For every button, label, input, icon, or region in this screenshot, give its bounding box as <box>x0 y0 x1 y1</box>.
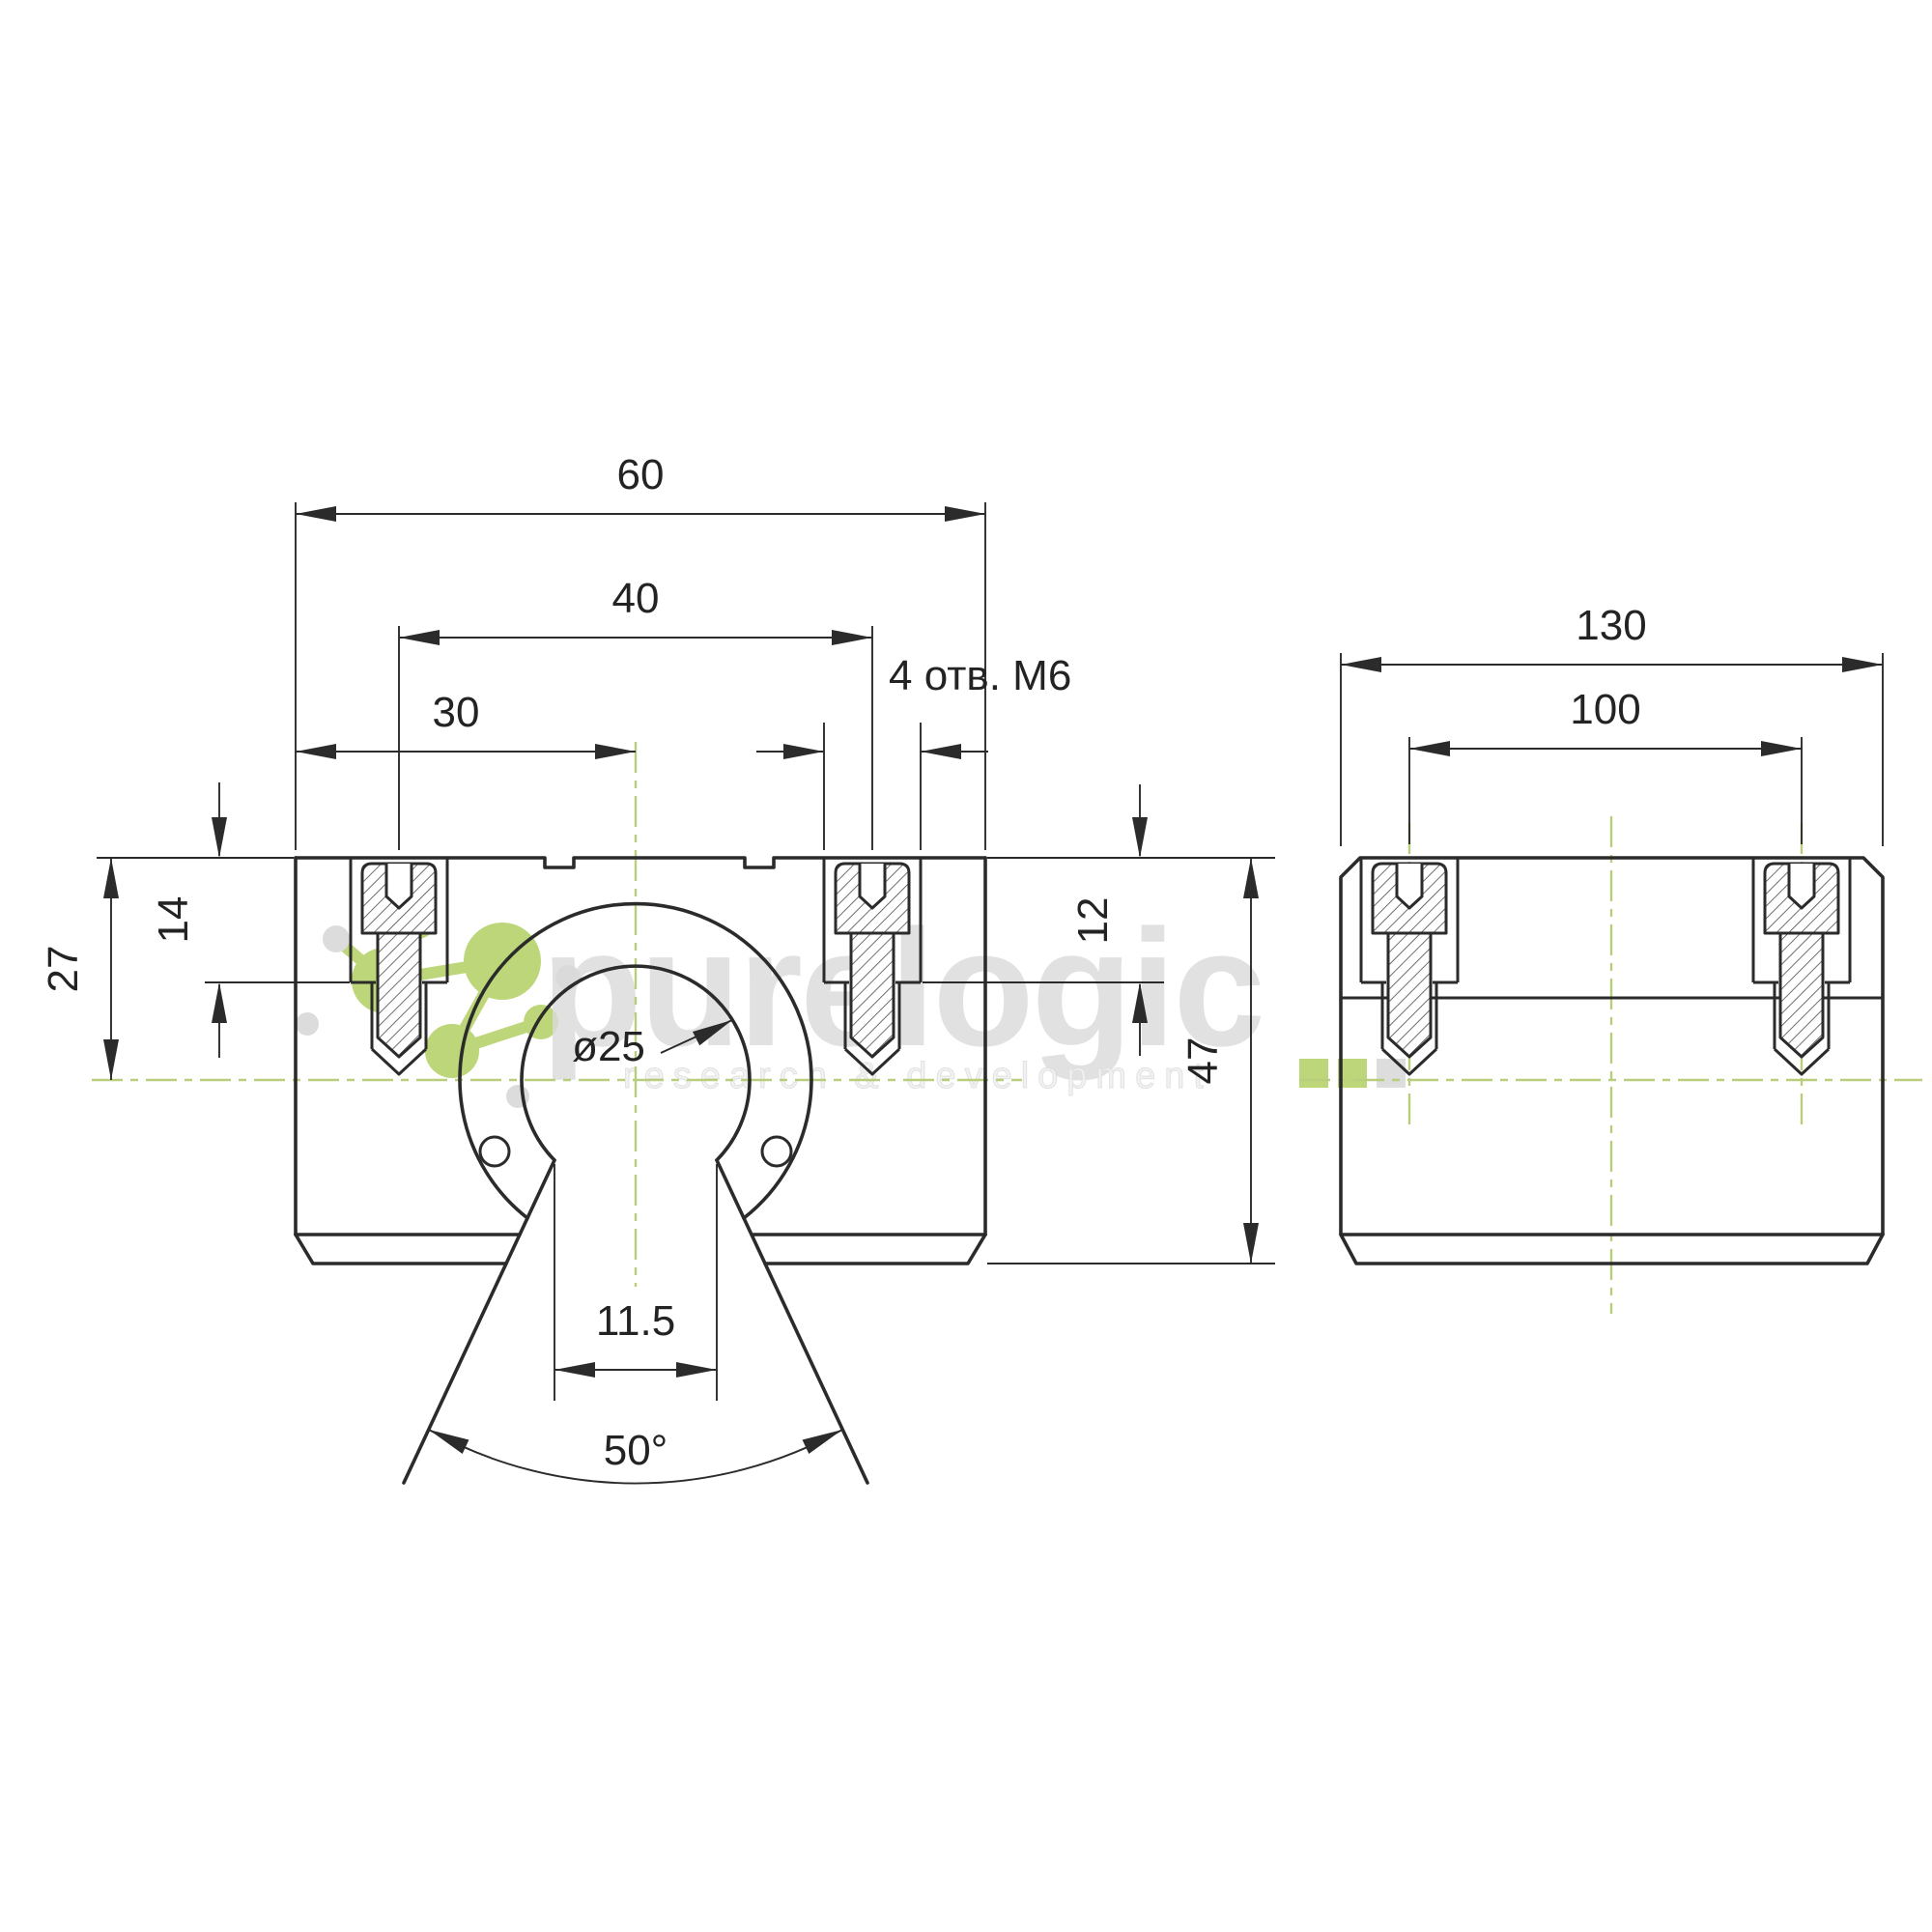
dim-overall-height: 47 <box>987 857 1275 1264</box>
flange-hole-left <box>478 1135 511 1168</box>
svg-text:11.5: 11.5 <box>596 1297 675 1345</box>
svg-text:130: 130 <box>1576 602 1646 649</box>
dim-center-height: 27 <box>40 858 119 1080</box>
dim-counterbore-depth: 14 <box>97 782 350 1058</box>
flange-hole-right <box>760 1135 793 1168</box>
front-body-outline <box>294 856 987 1265</box>
dim-hole-spacing-front: 40 <box>398 575 873 850</box>
svg-text:4 отв. M6: 4 отв. M6 <box>889 652 1071 699</box>
dim-slot-width: 11.5 <box>554 1164 718 1401</box>
svg-text:47: 47 <box>1179 1037 1227 1085</box>
dim-holes-callout: 4 отв. M6 <box>756 652 1071 850</box>
side-screw-right <box>1751 856 1852 1076</box>
slot-right-edge <box>715 1158 869 1485</box>
svg-text:30: 30 <box>433 689 480 736</box>
svg-text:100: 100 <box>1570 686 1640 733</box>
side-screw-left <box>1359 856 1460 1076</box>
svg-text:50°: 50° <box>604 1427 668 1474</box>
svg-text:40: 40 <box>612 575 660 622</box>
front-view: 60 40 30 4 отв. M6 <box>40 451 1275 1485</box>
dim-center-offset: 30 <box>296 689 636 759</box>
bore-circle <box>520 964 752 1162</box>
dim-overall-width: 60 <box>295 451 986 850</box>
dim-slot-angle: 50° <box>425 1422 846 1485</box>
side-view: 130 100 <box>1299 602 1922 1314</box>
dim-thread-depth: 12 <box>923 784 1164 1056</box>
boss-circle <box>458 901 813 1220</box>
dim-overall-length: 130 <box>1340 602 1884 846</box>
front-bore-and-slot <box>402 901 869 1485</box>
dim-bore-diameter: ø25 <box>572 1012 736 1070</box>
watermark-tagline-text: research & development <box>623 1056 1212 1096</box>
dim-hole-spacing-side: 100 <box>1408 686 1803 844</box>
svg-text:14: 14 <box>150 896 197 944</box>
svg-text:27: 27 <box>40 946 87 993</box>
svg-text:ø25: ø25 <box>572 1023 645 1070</box>
watermark-pixel-squares <box>1299 1059 1406 1088</box>
slot-left-edge <box>402 1158 556 1485</box>
svg-text:60: 60 <box>617 451 665 498</box>
svg-text:12: 12 <box>1069 897 1117 945</box>
